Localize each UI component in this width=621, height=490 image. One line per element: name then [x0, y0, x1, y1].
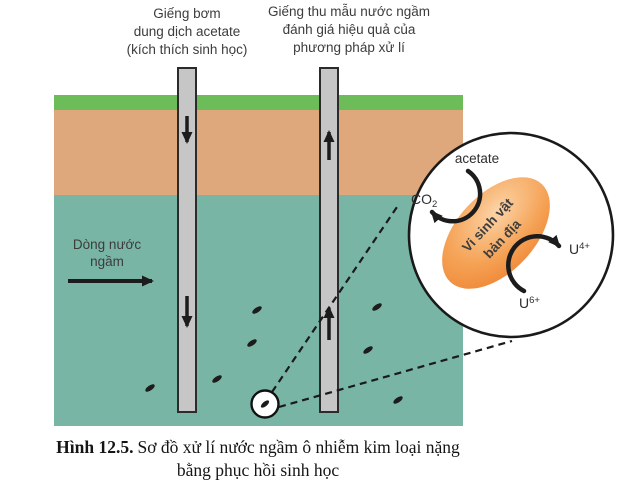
groundwater-flow-label: Dòng nước ngầm [47, 236, 167, 270]
callout-dashed-line-lower [278, 339, 513, 409]
groundwater-flow-label-line2: ngầm [90, 254, 124, 269]
monitoring-well-label-line2: đánh giá hiệu quả của [282, 22, 416, 37]
figure-caption-line1: Hình 12.5.Sơ đồ xử lí nước ngầm ô nhiễm … [28, 436, 488, 459]
microbe-blob [442, 177, 550, 289]
co2-base: CO [411, 191, 432, 207]
acetate-to-co2-arrow [429, 168, 483, 224]
acetate-label: acetate [454, 151, 500, 166]
co2-subscript: 2 [432, 199, 438, 210]
monitoring-well-label-line3: phương pháp xử lí [293, 40, 405, 55]
microbe-specks [145, 303, 403, 404]
u4-label: U4+ [569, 241, 590, 257]
u4-base: U [569, 241, 580, 257]
soil-layer [54, 110, 463, 195]
co2-label: CO2 [411, 191, 437, 210]
callout-dashed-line-upper [271, 206, 398, 393]
u4-superscript: 4+ [579, 241, 590, 252]
magnifier-callout [250, 206, 513, 419]
magnifier-speck [260, 400, 270, 408]
grass-layer [54, 95, 463, 110]
injection-well-label-line2: dung dịch acetate [133, 24, 241, 39]
u6-base: U [519, 295, 530, 311]
u6-to-u4-arrow [506, 234, 562, 294]
figure-caption-text1: Sơ đồ xử lí nước ngầm ô nhiễm kim loại n… [137, 437, 460, 457]
injection-well-label-line1: Giếng bơm [153, 6, 221, 21]
inset-circle [407, 131, 615, 339]
figure-caption: Hình 12.5.Sơ đồ xử lí nước ngầm ô nhiễm … [28, 436, 488, 482]
u6-label: U6+ [519, 295, 540, 311]
monitoring-well-label-line1: Giếng thu mẫu nước ngầm [268, 4, 430, 19]
injection-well [177, 67, 197, 413]
monitoring-well [319, 67, 339, 413]
u6-superscript: 6+ [529, 295, 540, 306]
figure-number: Hình 12.5. [56, 437, 134, 457]
injection-well-label-line3: (kích thích sinh học) [126, 42, 248, 57]
monitoring-well-label: Giếng thu mẫu nước ngầm đánh giá hiệu qu… [239, 3, 459, 57]
groundwater-flow-label-line1: Dòng nước [72, 237, 142, 252]
injection-well-label: Giếng bơm dung dịch acetate (kích thích … [77, 5, 297, 59]
figure-caption-line2: bằng phục hồi sinh học [176, 460, 340, 480]
